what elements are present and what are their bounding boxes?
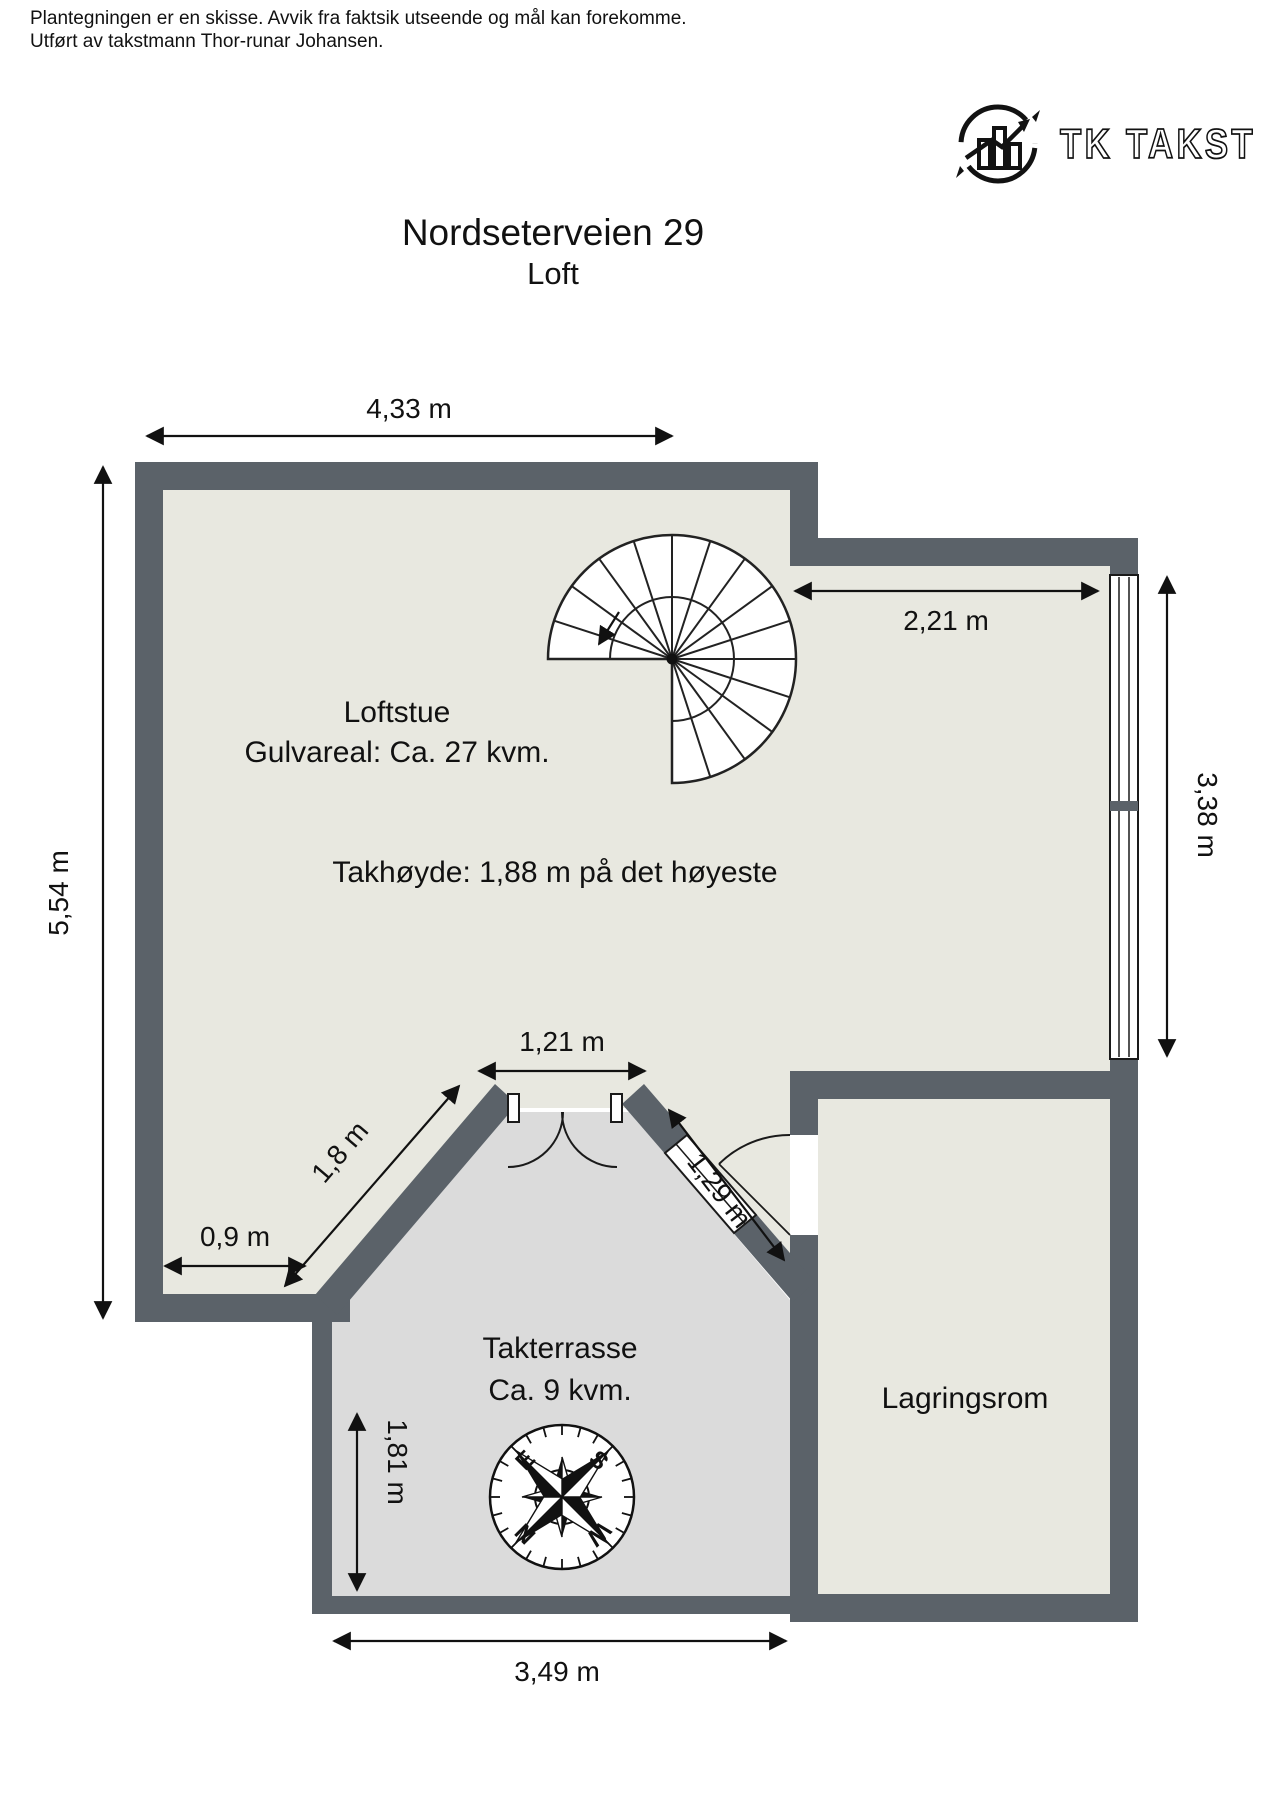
stair-down-arrow-icon (598, 611, 620, 646)
dimension-left-small-label: 0,9 m (200, 1221, 270, 1252)
loftstue-label: Loftstue (344, 696, 451, 729)
terrace-door (507, 1093, 623, 1168)
lagringsrom-label: Lagringsrom (882, 1382, 1049, 1415)
disclaimer-line-2: Utført av takstmann Thor-runar Johansen. (30, 31, 383, 52)
dimension-left-small: 0,9 m (163, 1221, 307, 1276)
brand-text: TK TAKST (1060, 120, 1256, 167)
dimension-terrace-height: 1,81 m (347, 1412, 413, 1592)
dimension-right: 3,38 m (1157, 575, 1223, 1058)
loftstue-area-label: Gulvareal: Ca. 27 kvm. (244, 736, 549, 769)
dimension-left-label: 5,54 m (43, 850, 74, 936)
compass-rose-icon: N E S W (488, 1423, 636, 1571)
window-divider (1110, 801, 1138, 811)
dimension-terrace-bottom: 3,49 m (332, 1631, 788, 1687)
dimension-wing-label: 2,21 m (903, 605, 989, 636)
disclaimer-line-1: Plantegningen er en skisse. Avvik fra fa… (30, 8, 687, 29)
dimension-terrace-door: 1,21 m (477, 1026, 647, 1081)
takterrasse-label: Takterrasse (482, 1332, 637, 1365)
spiral-staircase (546, 533, 798, 785)
dimension-right-label: 3,38 m (1192, 772, 1223, 858)
tk-takst-logo: TK TAKST (956, 104, 1256, 184)
right-window (1109, 574, 1139, 1060)
dimension-top-label: 4,33 m (366, 393, 452, 424)
dimension-terrace-bottom-label: 3,49 m (514, 1656, 600, 1687)
page-title: Nordseterveien 29 (402, 212, 704, 253)
lagringsrom-floor (818, 1099, 1110, 1594)
dimension-wing: 2,21 m (793, 581, 1100, 636)
takterrasse-area-label: Ca. 9 kvm. (488, 1374, 631, 1407)
dimension-terrace-door-label: 1,21 m (519, 1026, 605, 1057)
ceiling-height-note: Takhøyde: 1,88 m på det høyeste (332, 856, 777, 889)
page-subtitle: Loft (527, 256, 579, 291)
dimension-top: 4,33 m (145, 393, 674, 446)
logo-emblem-icon (956, 104, 1040, 184)
dimension-terrace-height-label: 1,81 m (382, 1419, 413, 1505)
dimension-left: 5,54 m (43, 465, 113, 1320)
